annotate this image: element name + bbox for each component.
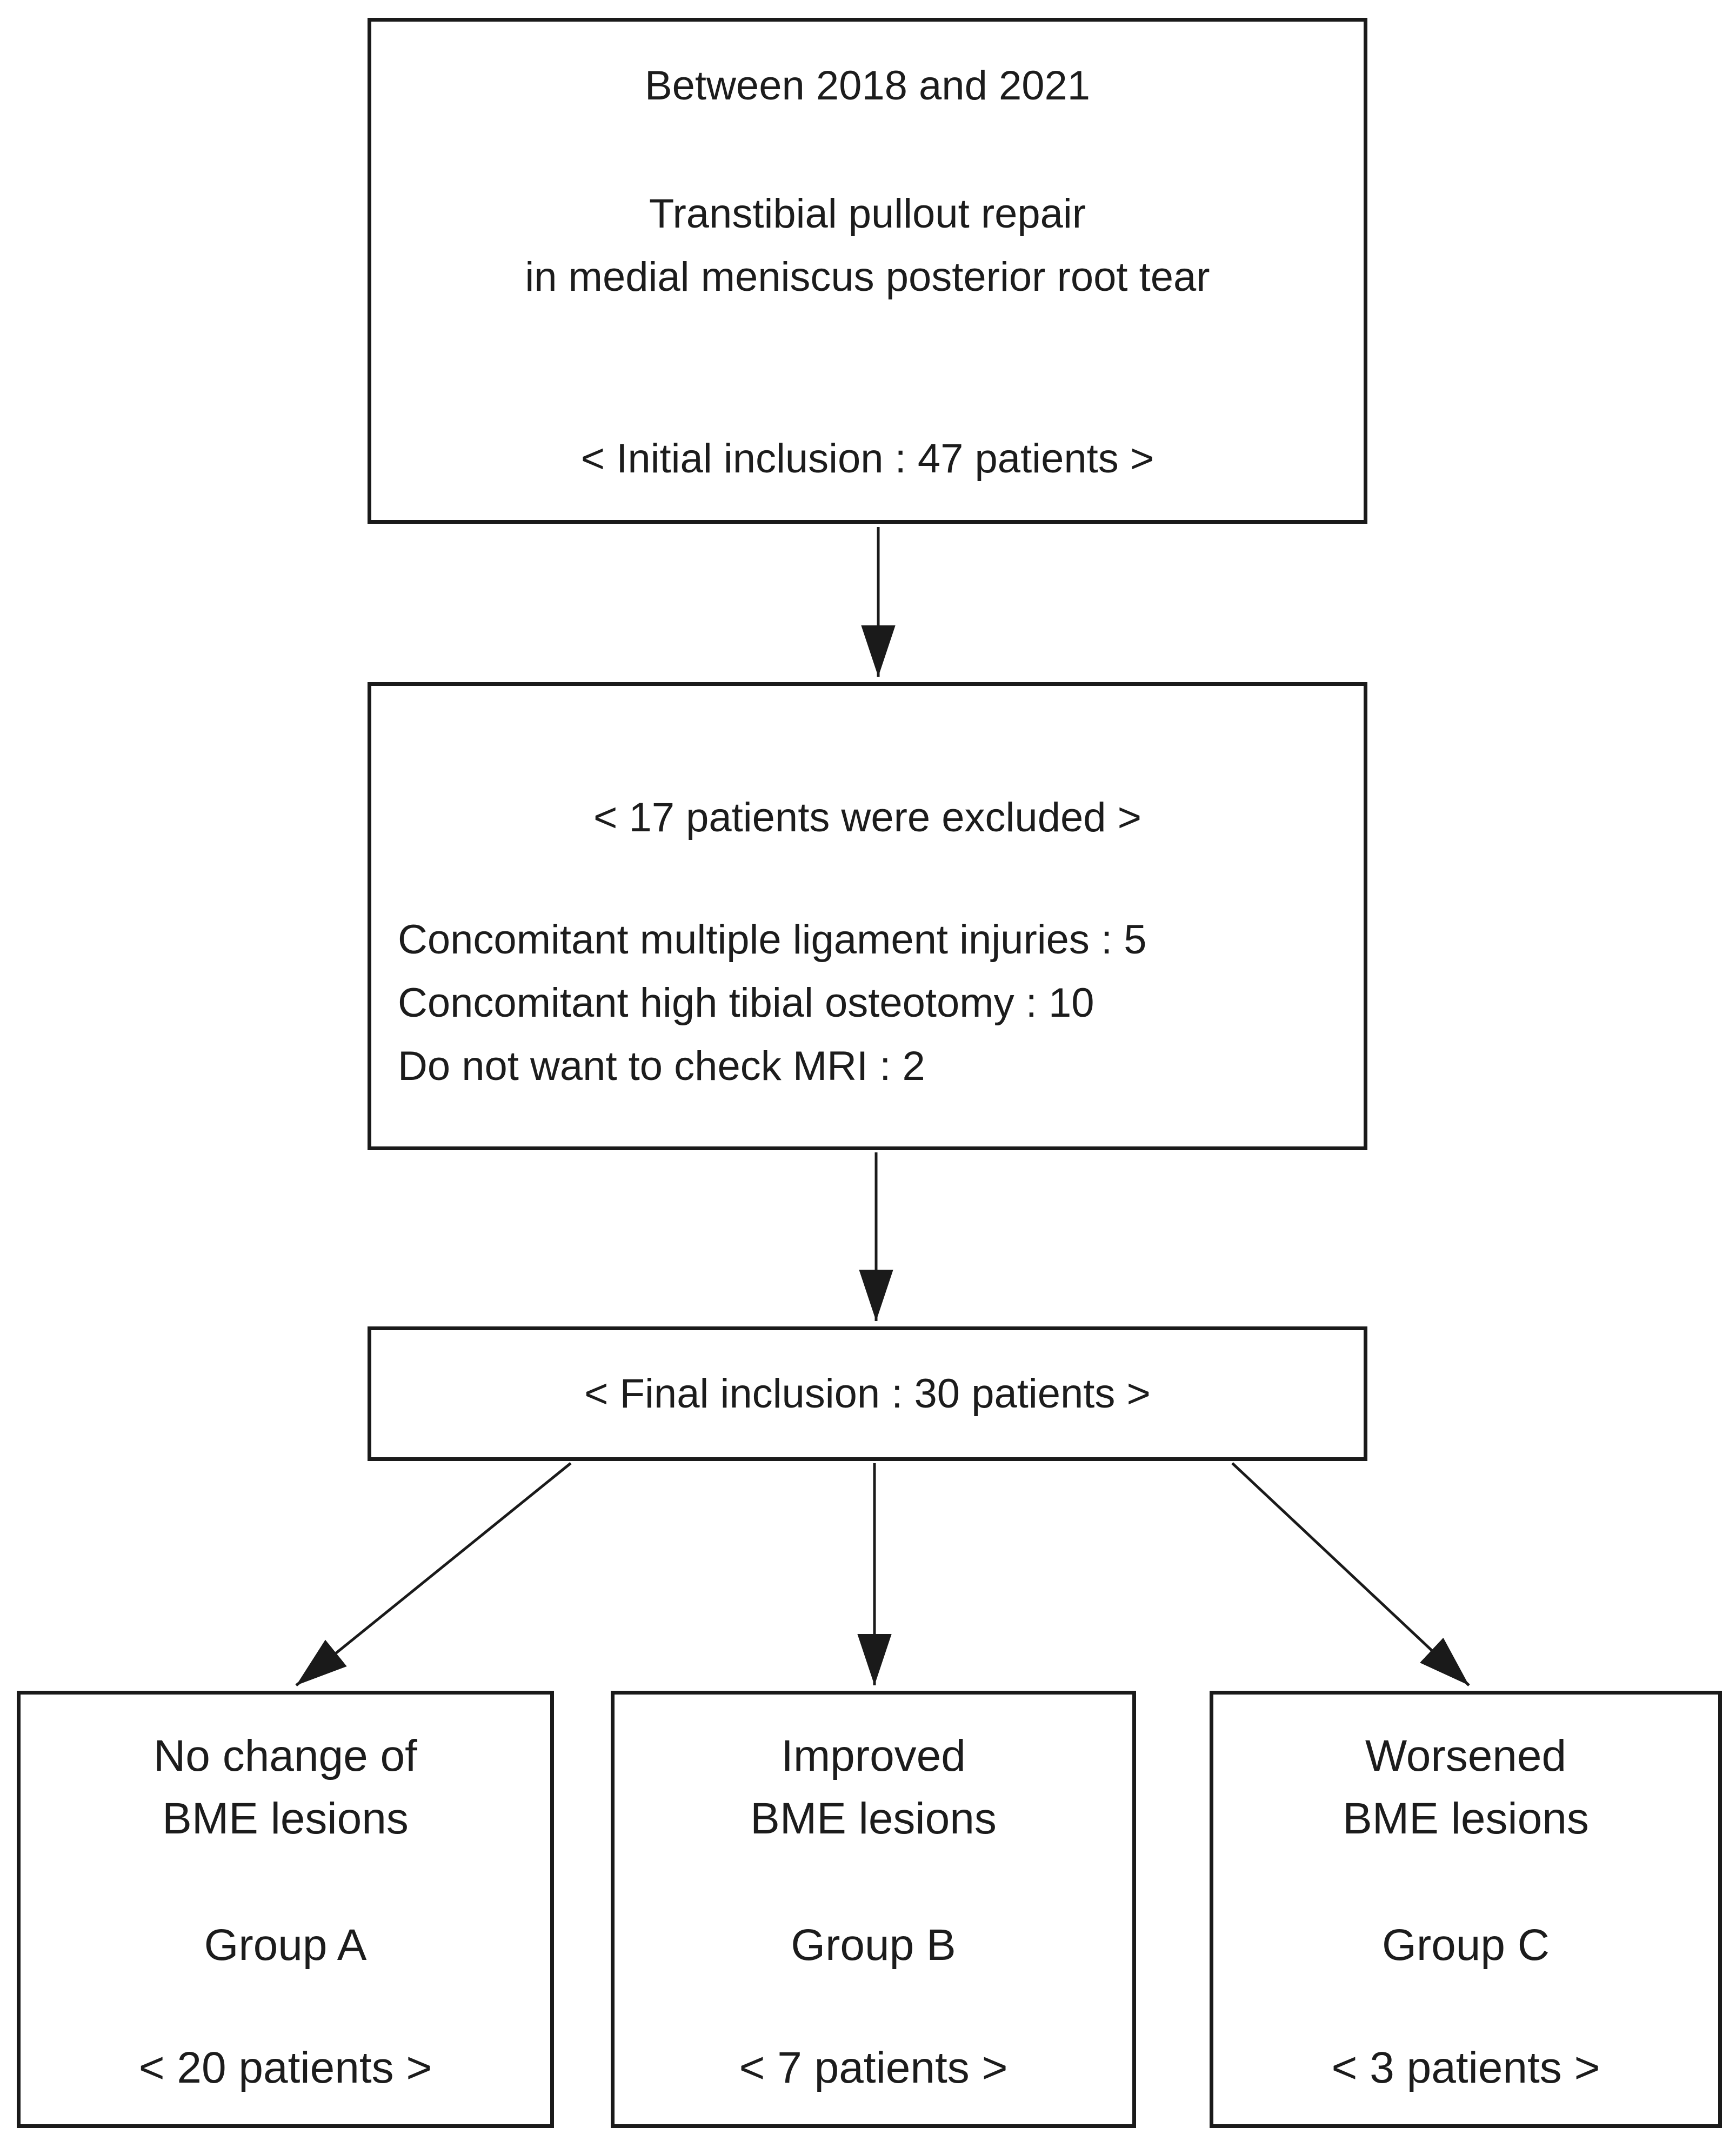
procedure-text: Transtibial pullout repair in medial men… <box>525 182 1210 309</box>
group-title-line-2: BME lesions <box>750 1794 997 1843</box>
arrow-final-to-group-a <box>295 1462 572 1686</box>
group-name-label: Group A <box>204 1920 367 1970</box>
exclusion-reason: Do not want to check MRI : 2 <box>398 1043 925 1089</box>
final-inclusion-box: < Final inclusion : 30 patients > <box>368 1326 1367 1461</box>
study-period-text: Between 2018 and 2021 <box>644 63 1091 109</box>
exclusion-reason: Concomitant high tibial osteotomy : 10 <box>398 980 1094 1026</box>
group-title-line-1: Worsened <box>1365 1731 1567 1780</box>
group-title-line-2: BME lesions <box>162 1794 409 1843</box>
group-patients-label: < 7 patients > <box>739 2043 1008 2092</box>
final-inclusion-text: < Final inclusion : 30 patients > <box>584 1371 1151 1417</box>
procedure-line-2: in medial meniscus posterior root tear <box>525 254 1210 300</box>
group-name-label: Group C <box>1382 1920 1550 1970</box>
group-title-line-1: Improved <box>781 1731 966 1780</box>
group-a-box: No change of BME lesions Group A < 20 pa… <box>17 1691 554 2128</box>
initial-inclusion-text: < Initial inclusion : 47 patients > <box>580 436 1154 482</box>
group-c-box: Worsened BME lesions Group C < 3 patient… <box>1210 1691 1722 2128</box>
group-name-label: Group B <box>791 1920 956 1970</box>
group-title-line-1: No change of <box>153 1731 417 1780</box>
group-b-box: Improved BME lesions Group B < 7 patient… <box>611 1691 1136 2128</box>
exclusion-reason: Concomitant multiple ligament injuries :… <box>398 917 1147 963</box>
arrow-final-to-group-c <box>1231 1462 1470 1686</box>
excluded-heading: < 17 patients were excluded > <box>593 795 1141 841</box>
exclusion-reasons-list: Concomitant multiple ligament injuries :… <box>371 908 1364 1098</box>
procedure-line-1: Transtibial pullout repair <box>649 191 1086 237</box>
group-patients-label: < 3 patients > <box>1331 2043 1600 2092</box>
group-title-line-2: BME lesions <box>1343 1794 1589 1843</box>
excluded-patients-box: < 17 patients were excluded > Concomitan… <box>368 682 1367 1150</box>
group-patients-label: < 20 patients > <box>138 2043 432 2092</box>
initial-inclusion-box: Between 2018 and 2021 Transtibial pullou… <box>368 18 1367 524</box>
